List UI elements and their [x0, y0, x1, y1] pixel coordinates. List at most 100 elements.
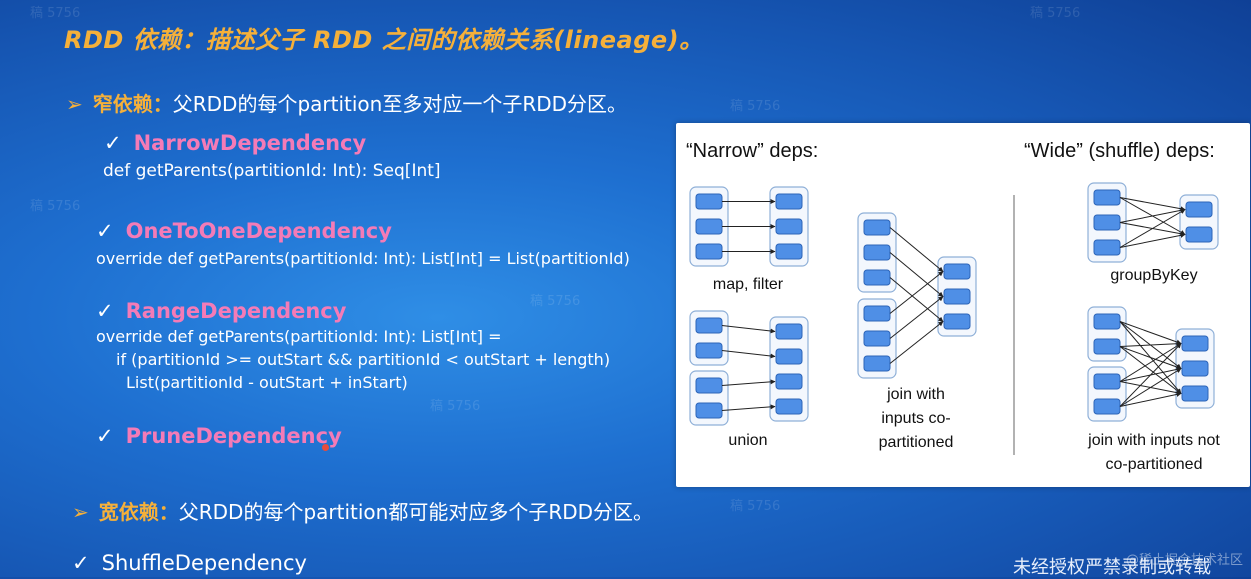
check-icon: ✓: [72, 551, 90, 575]
map-parent-partition: [695, 218, 723, 235]
union-child-group: [769, 316, 809, 422]
map-child-partition: [775, 193, 803, 210]
map-child-partition: [775, 243, 803, 260]
one-to-one-dependency-code: override def getParents(partitionId: Int…: [96, 249, 630, 268]
dependency-edge: [889, 321, 944, 364]
label-join-noncopart-1: join with inputs not: [1087, 432, 1220, 449]
narrow-description: 父RDD的每个partition至多对应一个子RDD分区。: [172, 92, 628, 116]
join-copart-parent-a-partition: [863, 219, 891, 236]
dependency-edge: [1119, 368, 1182, 407]
dep-name: PruneDependency: [125, 424, 342, 448]
dependency-edge: [1119, 209, 1186, 248]
join-noncopart-parent-b-partition: [1093, 373, 1121, 390]
dependency-edge: [721, 379, 776, 386]
watermark: 稿 5756: [730, 99, 781, 114]
join-copart-child-partition: [943, 263, 971, 280]
dependency-edge: [1119, 343, 1182, 382]
range-dependency-code-line-2: if (partitionId >= outStart && partition…: [116, 350, 611, 369]
arrow-bullet-icon: ➢: [66, 92, 83, 116]
wide-dependency-heading: ➢ 宽依赖：父RDD的每个partition都可能对应多个子RDD分区。: [72, 496, 653, 525]
dependency-edge: [1119, 343, 1182, 407]
range-dependency-code-line-3: List(partitionId - outStart + inStart): [126, 373, 408, 392]
slide-title: RDD 依赖：描述父子 RDD 之间的依赖关系(lineage)。: [64, 26, 704, 54]
groupbykey-child-partition: [1185, 226, 1213, 243]
dependency-edge: [889, 227, 944, 272]
watermark: 稿 5756: [430, 399, 481, 414]
join-noncopart-parent-a-partition: [1093, 313, 1121, 330]
dep-name: NarrowDependency: [133, 131, 367, 155]
union-child-partition: [775, 323, 803, 340]
join-copart-parent-a-partition: [863, 269, 891, 286]
groupbykey-parent-partition: [1093, 239, 1121, 256]
dependency-edge: [889, 296, 944, 339]
union-parent-b-partition: [695, 402, 723, 419]
map-parent-partition: [695, 243, 723, 260]
dependency-edge: [1119, 346, 1182, 370]
copyright-notice: 未经授权严禁录制或转载: [1013, 557, 1211, 578]
label-join-copart-3: partitioned: [879, 434, 954, 451]
label-groupbykey: groupByKey: [1110, 267, 1197, 284]
dependency-edge: [1119, 341, 1182, 347]
map-child-partition: [775, 218, 803, 235]
label-join-copart-1: join with: [886, 386, 945, 403]
dependency-edge: [1119, 346, 1182, 394]
wide-label: 宽依赖：: [98, 500, 179, 524]
dependency-edge: [889, 277, 944, 322]
join-copart-child-partition: [943, 288, 971, 305]
map-parent-partition: [695, 193, 723, 210]
join-copart-parent-b-partition: [863, 305, 891, 322]
union-child-partition: [775, 398, 803, 415]
dependency-edge: [889, 252, 944, 297]
check-icon: ✓: [96, 299, 114, 323]
dependency-edge: [1119, 321, 1182, 345]
dependency-edge: [889, 271, 944, 314]
wide-description: 父RDD的每个partition都可能对应多个子RDD分区。: [178, 500, 654, 524]
check-icon: ✓: [96, 219, 114, 243]
union-child-partition: [775, 348, 803, 365]
join-copart-parent-b-partition: [863, 355, 891, 372]
groupbykey-parent-partition: [1093, 214, 1121, 231]
dependency-edge: [721, 350, 776, 359]
dependency-edge: [1119, 232, 1186, 248]
groupbykey-parent-partition: [1093, 189, 1121, 206]
wide-deps-title: “Wide” (shuffle) deps:: [1024, 140, 1215, 162]
dependency-diagram: “Narrow” deps: “Wide” (shuffle) deps: ma…: [686, 140, 1220, 473]
arrow-bullet-icon: ➢: [72, 500, 89, 524]
union-child-partition: [775, 373, 803, 390]
join-noncopart-parent-b-partition: [1093, 398, 1121, 415]
narrow-dependency-code: def getParents(partitionId: Int): Seq[In…: [103, 161, 441, 181]
join-copart-parent-a-partition: [863, 244, 891, 261]
union-parent-a-partition: [695, 342, 723, 359]
watermark: 稿 5756: [530, 294, 581, 309]
join-noncopart-child-partition: [1181, 360, 1209, 377]
union-parent-a-partition: [695, 317, 723, 334]
one-to-one-dependency-item: ✓ OneToOneDependency: [96, 219, 392, 243]
dependency-diagram-panel: “Narrow” deps: “Wide” (shuffle) deps: ma…: [676, 123, 1250, 487]
watermark: 稿 5756: [30, 199, 81, 214]
dependency-edge: [721, 404, 776, 411]
watermark: 稿 5756: [730, 499, 781, 514]
shuffle-dependency-item: ✓ShuffleDependency: [72, 551, 307, 575]
laser-pointer-dot: [322, 444, 329, 451]
range-dependency-code-line-1: override def getParents(partitionId: Int…: [96, 327, 502, 346]
site-watermark: @稀土掘金技术社区: [1125, 553, 1243, 568]
watermark: 稿 5756: [30, 6, 81, 21]
label-union: union: [728, 432, 767, 449]
dependency-edge: [1119, 391, 1182, 407]
range-dependency-item: ✓ RangeDependency: [96, 299, 346, 323]
union-parent-b-partition: [695, 377, 723, 394]
dependency-edge: [1119, 207, 1186, 223]
join-noncopart-parent-a-partition: [1093, 338, 1121, 355]
narrow-label: 窄依赖：: [92, 92, 173, 116]
watermark: 稿 5756: [1030, 6, 1081, 21]
join-copart-child-partition: [943, 313, 971, 330]
join-noncopart-child-partition: [1181, 335, 1209, 352]
join-noncopart-child-partition: [1181, 385, 1209, 402]
groupbykey-child-partition: [1185, 201, 1213, 218]
dep-name: RangeDependency: [125, 299, 347, 323]
dependency-edge: [721, 325, 776, 334]
check-icon: ✓: [104, 131, 122, 155]
narrow-dependency-item: ✓ NarrowDependency: [104, 131, 366, 155]
narrow-deps-title: “Narrow” deps:: [686, 140, 818, 162]
dep-name: OneToOneDependency: [125, 219, 392, 243]
